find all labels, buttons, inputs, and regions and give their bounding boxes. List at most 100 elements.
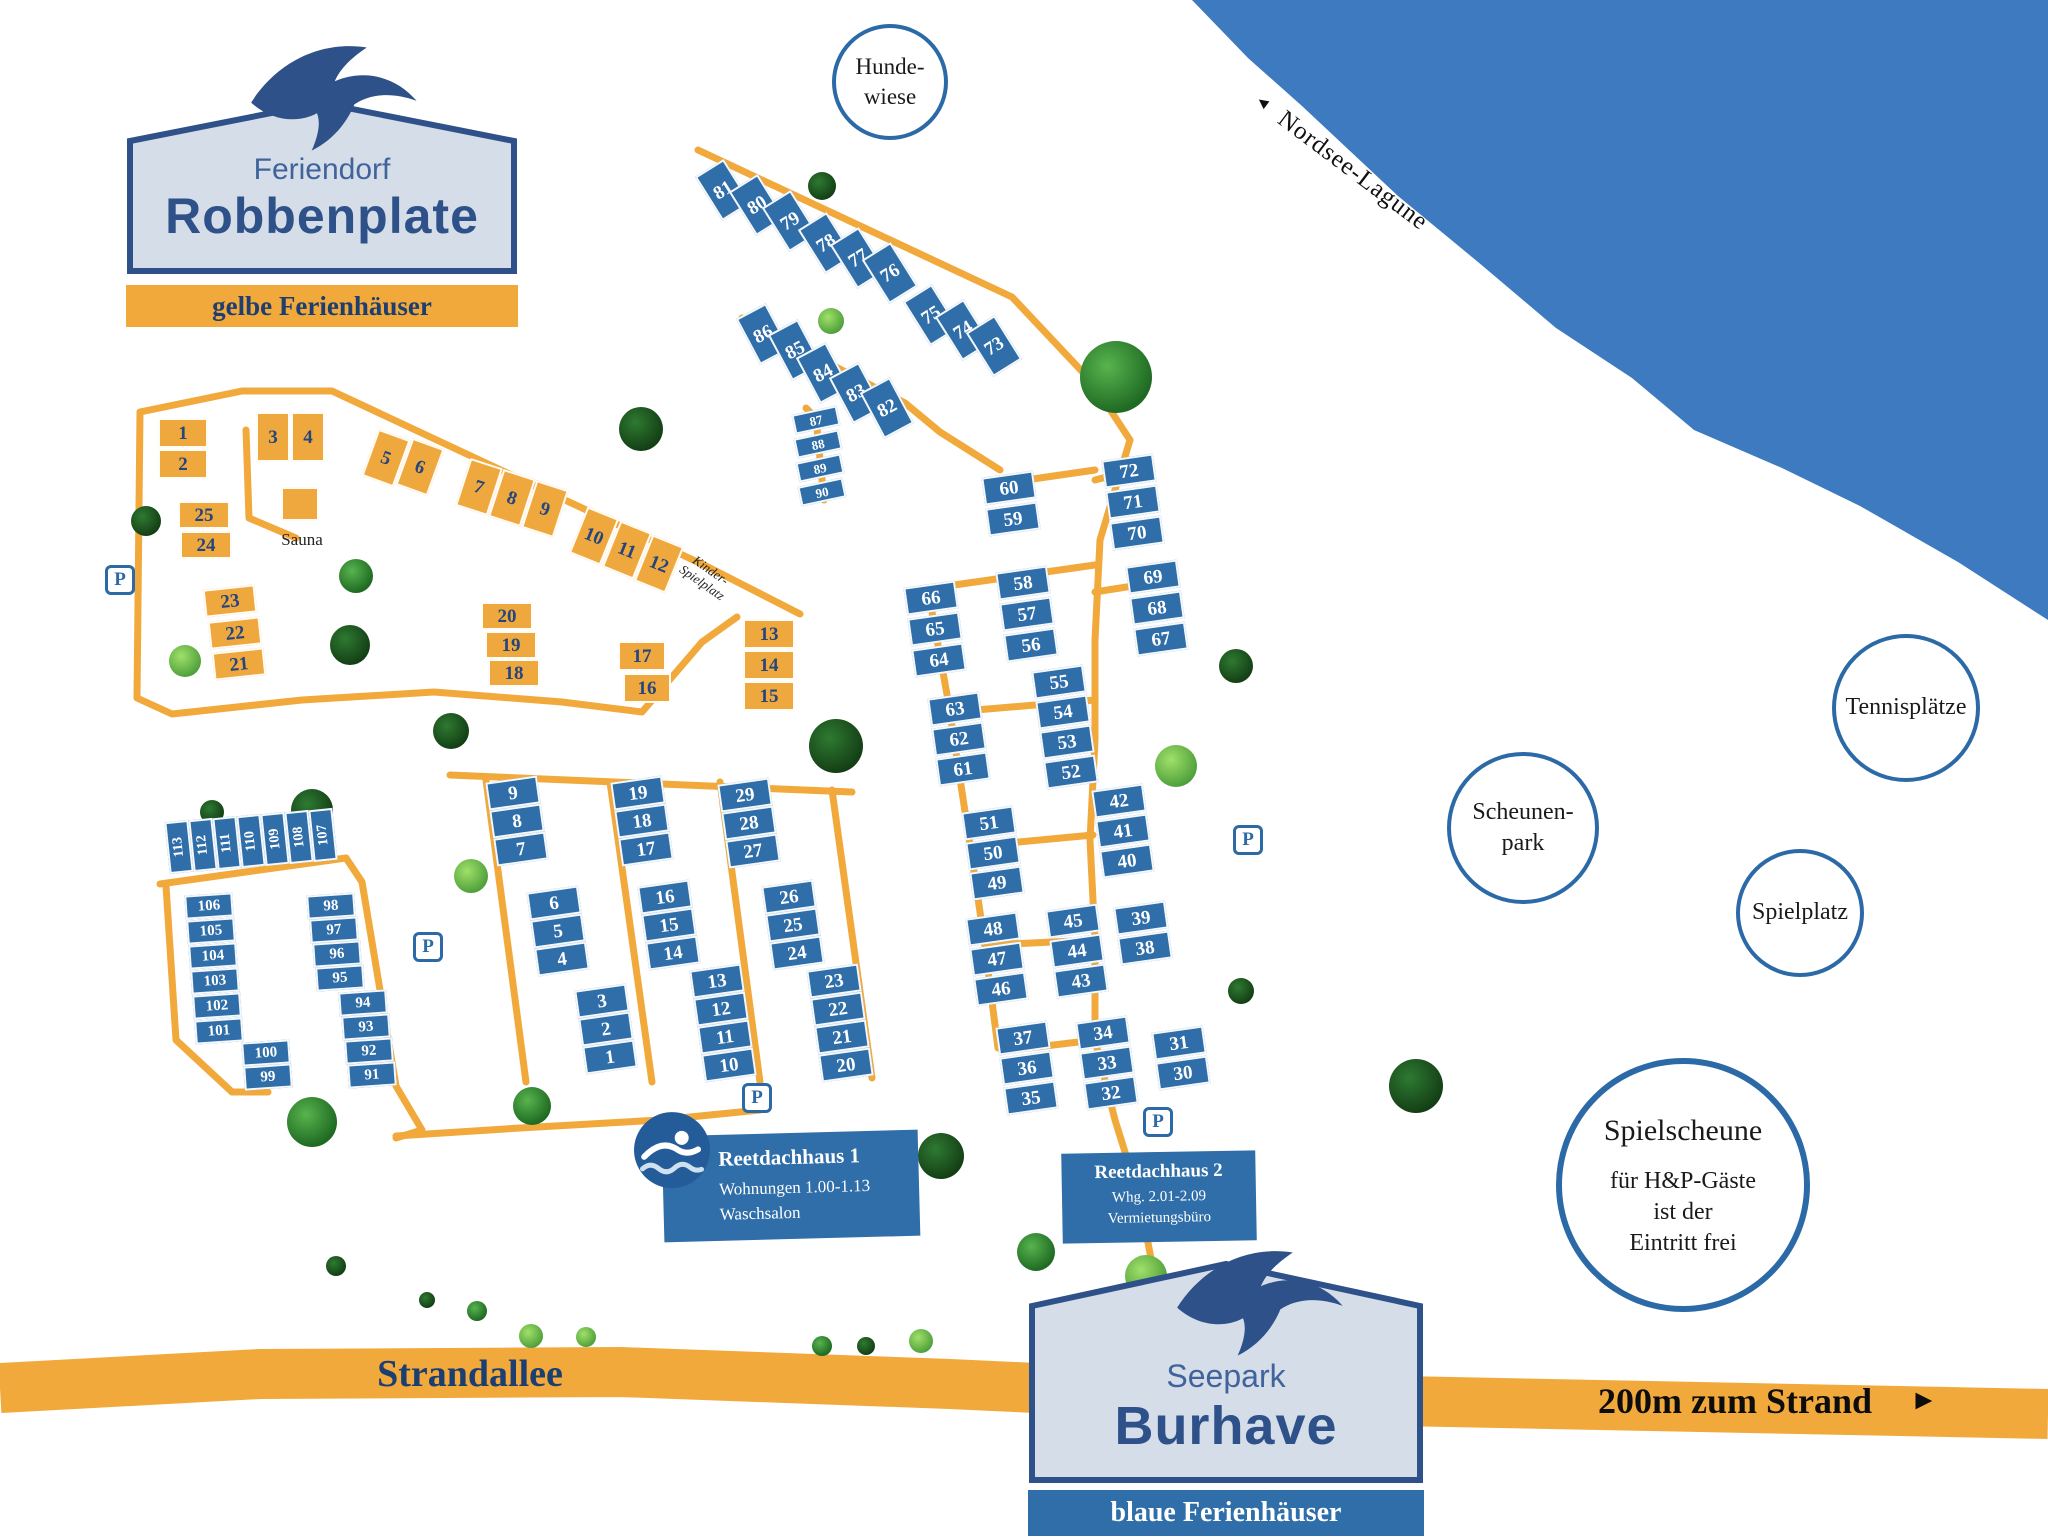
house-number: 47: [986, 947, 1008, 971]
house-blue-103: 103: [190, 967, 240, 995]
house-number: 55: [1048, 670, 1070, 694]
tree-icon: [1080, 341, 1152, 413]
house-number: 71: [1122, 490, 1144, 514]
house-number: 93: [357, 1017, 375, 1036]
house-number: 108: [289, 825, 308, 849]
house-number: 11: [714, 1025, 736, 1049]
house-number: 24: [786, 941, 808, 965]
house-number: 17: [632, 645, 652, 667]
house-number: 26: [778, 885, 800, 909]
house-number: 46: [990, 977, 1012, 1001]
house-blue-104: 104: [188, 942, 238, 970]
tree-icon: [812, 1336, 832, 1356]
house-number: 112: [193, 834, 212, 856]
tree-icon: [909, 1329, 933, 1353]
tree-icon: [519, 1324, 543, 1348]
house-number: 1: [603, 1045, 617, 1069]
house-yellow-14: 14: [743, 650, 795, 680]
house-number: 109: [265, 827, 284, 851]
house-number: 103: [203, 971, 227, 990]
legend-blue-houses: blaue Ferienhäuser: [1028, 1490, 1424, 1536]
house-number: 44: [1066, 939, 1088, 963]
strandallee-label: Strandallee: [377, 1353, 563, 1395]
sign-text: Feriendorf Robbenplate: [126, 153, 518, 245]
house-number: 57: [1016, 602, 1038, 626]
house-number: 98: [322, 896, 340, 915]
house-number: 62: [948, 727, 970, 751]
tree-icon: [454, 859, 488, 893]
area-circle-label: wiese: [863, 84, 917, 109]
house-number: 87: [808, 411, 824, 429]
burhave-sign: Seepark Burhave blaue Ferienhäuser: [1028, 1251, 1424, 1538]
house-number: 105: [199, 921, 223, 940]
house-number: 19: [627, 781, 649, 805]
tree-icon: [818, 308, 844, 334]
house-number: 33: [1096, 1051, 1118, 1075]
house-number: 66: [920, 586, 942, 610]
house-number: 41: [1112, 819, 1134, 843]
parking-icon: P: [1233, 825, 1263, 855]
area-circle-label: Hunde-: [855, 54, 925, 80]
house-number: 11: [614, 536, 640, 564]
tree-icon: [339, 559, 373, 593]
house-blue-95: 95: [315, 964, 365, 992]
house-number: 14: [759, 654, 779, 676]
parking-icon: P: [413, 932, 443, 962]
house-number: 91: [363, 1065, 381, 1084]
house-number: 25: [782, 913, 804, 937]
house-number: 43: [1070, 969, 1092, 993]
house-number: 22: [224, 621, 246, 645]
info-box-line: Waschsalon: [719, 1202, 801, 1224]
house-number: 63: [944, 697, 966, 721]
house-blue-93: 93: [341, 1013, 391, 1041]
house-number: 20: [835, 1053, 857, 1077]
house-number: 59: [1002, 507, 1024, 531]
tree-icon: [857, 1337, 875, 1355]
area-circle-label: Spielscheune: [1603, 1113, 1763, 1147]
area-circle-label: ist der: [1653, 1198, 1713, 1225]
house-number: 88: [810, 435, 826, 453]
house-number: 58: [1012, 571, 1034, 595]
tree-icon: [808, 172, 836, 200]
house-number: 39: [1130, 906, 1152, 930]
parking-icon: P: [1143, 1107, 1173, 1137]
house-number: 40: [1116, 849, 1138, 873]
nordsee-lagune-water: [1192, 0, 2048, 620]
house-blue-91: 91: [347, 1061, 397, 1089]
house-number: 10: [718, 1053, 740, 1077]
house-blue-97: 97: [309, 916, 359, 944]
house-number: 110: [241, 830, 260, 852]
house-number: 37: [1012, 1026, 1034, 1050]
house-number: 94: [354, 993, 372, 1012]
area-circle-label: für H&P-Gäste: [1610, 1167, 1756, 1194]
house-number: 4: [555, 947, 569, 971]
tree-icon: [131, 506, 161, 536]
house-yellow-21: 21: [211, 647, 267, 681]
area-tennisplaetze: Tennisplätze: [1832, 634, 1980, 782]
house-number: 97: [325, 920, 343, 939]
house-blue-96: 96: [312, 940, 362, 968]
tree-icon: [169, 645, 201, 677]
house-number: 4: [303, 426, 313, 448]
house-number: 21: [831, 1025, 853, 1049]
tree-icon: [433, 713, 469, 749]
house-number: 42: [1108, 789, 1130, 813]
house-number: 101: [207, 1021, 231, 1040]
house-number: 23: [219, 589, 241, 613]
area-circle-label: Spielplatz: [1752, 899, 1848, 926]
house-yellow-25: 25: [178, 501, 230, 529]
house-number: 16: [654, 885, 676, 909]
village-path: [133, 408, 741, 718]
house-number: 69: [1142, 565, 1164, 589]
house-number: 6: [547, 891, 561, 915]
house-number: 68: [1146, 596, 1168, 620]
house-number: 21: [228, 652, 250, 676]
area-scheunenpark: Scheunen-park: [1447, 752, 1599, 904]
house-number: 23: [823, 969, 845, 993]
tree-icon: [287, 1097, 337, 1147]
house-number: 28: [738, 811, 760, 835]
tree-icon: [513, 1087, 551, 1125]
house-number: 16: [637, 677, 657, 699]
house-yellow-23: 23: [202, 584, 258, 618]
house-number: 111: [218, 832, 235, 854]
